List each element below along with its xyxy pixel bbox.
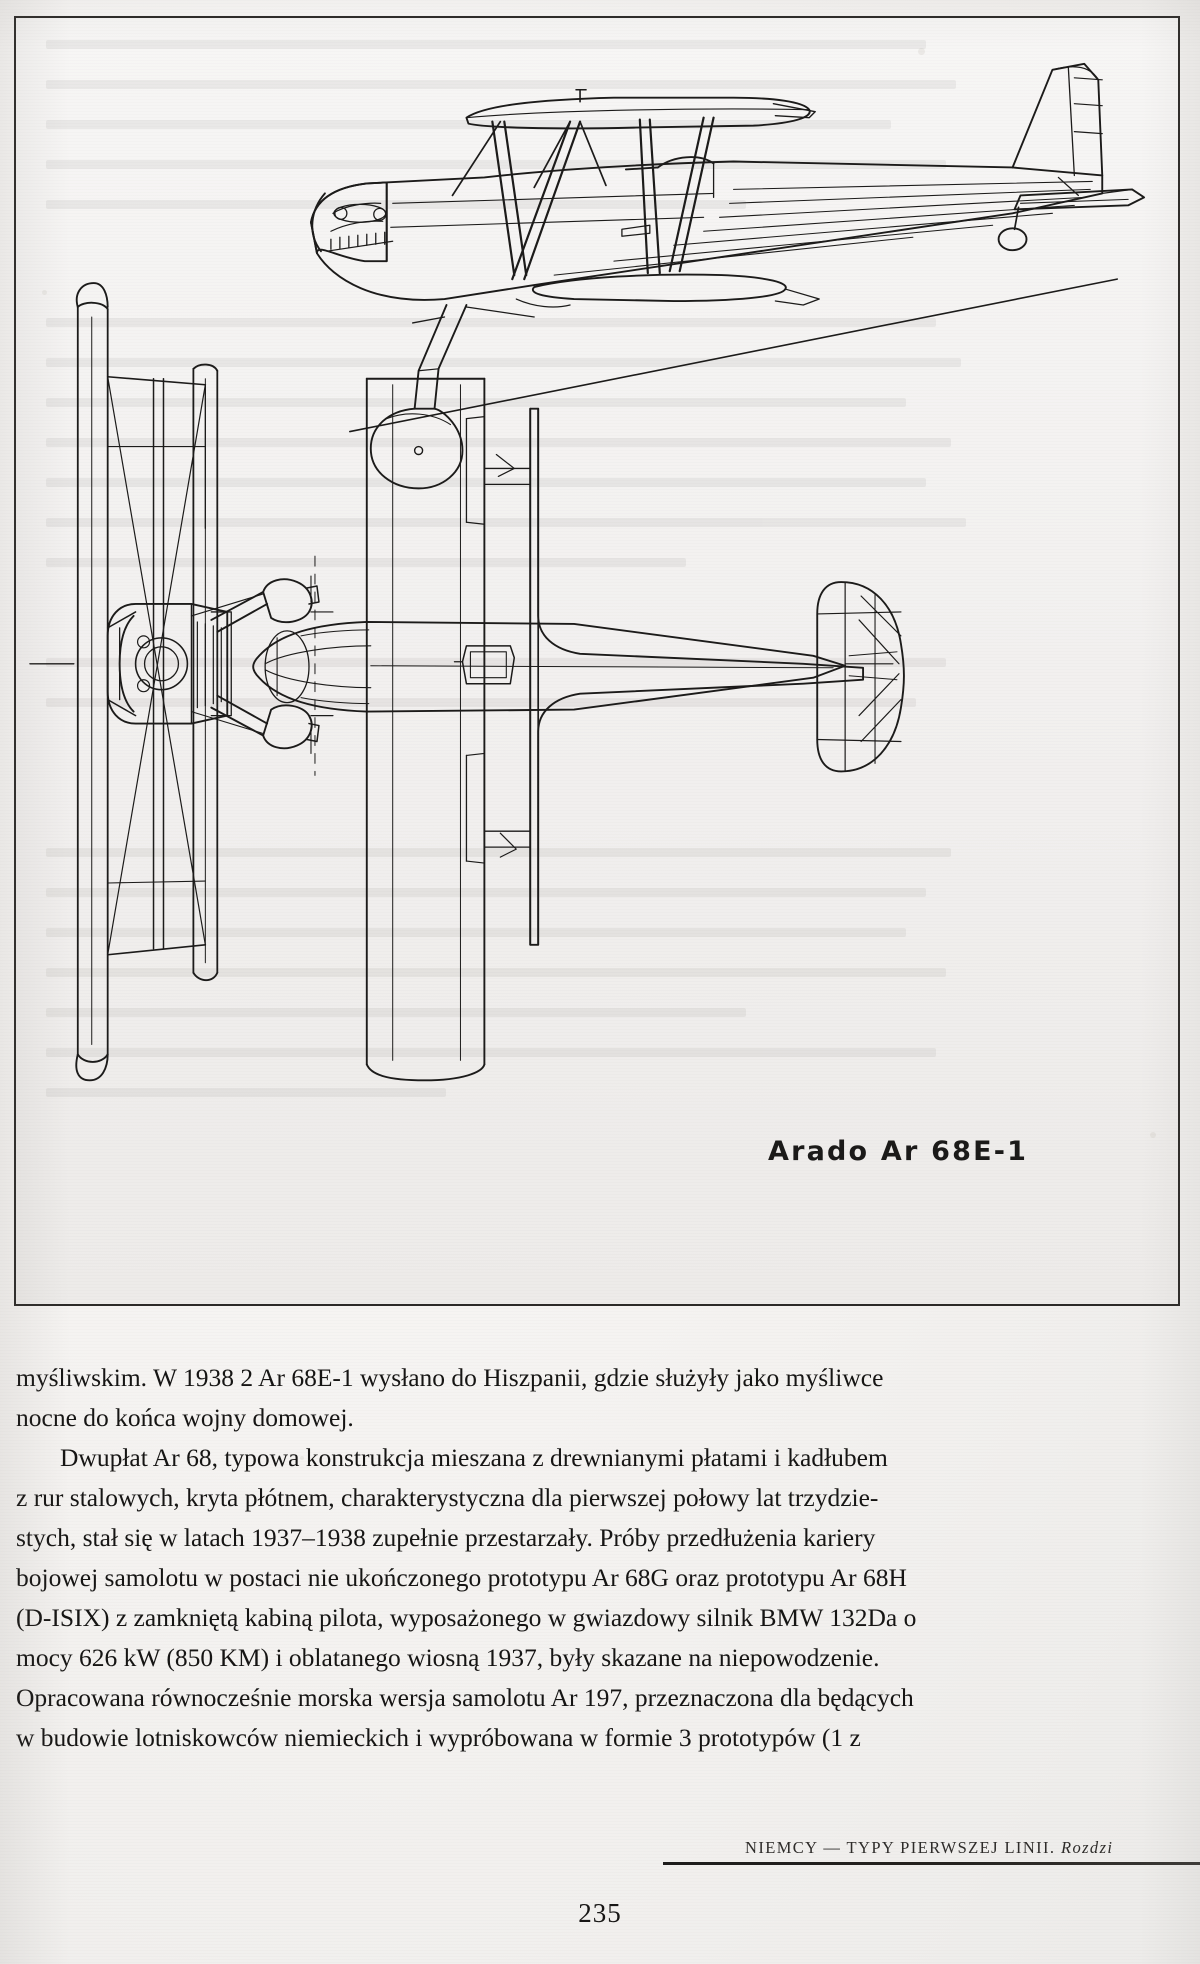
text-line: Opracowana równocześnie morska wersja sa…: [16, 1683, 914, 1712]
footer-dash: —: [823, 1838, 842, 1857]
text-line: bojowej samolotu w postaci nie ukończone…: [16, 1563, 907, 1592]
aircraft-three-view-drawing: [29, 62, 1146, 1082]
text-line: myśliwskim. W 1938 2 Ar 68E-1 wysłano do…: [16, 1363, 884, 1392]
page-number: 235: [578, 1898, 622, 1928]
illustration-caption: Arado Ar 68E-1: [768, 1136, 1029, 1167]
text-line: mocy 626 kW (850 KM) i oblatanego wiosną…: [16, 1643, 880, 1672]
paragraph: myśliwskim. W 1938 2 Ar 68E-1 wysłano do…: [16, 1358, 1194, 1438]
illustration-frame: Arado Ar 68E-1: [14, 16, 1180, 1306]
footer-title: TYPY PIERWSZEJ LINII.: [846, 1838, 1056, 1857]
footer-running-head: NIEMCY — TYPY PIERWSZEJ LINII. Rozdzi: [660, 1838, 1200, 1858]
footer-rule: [663, 1862, 1200, 1865]
footer-section: NIEMCY: [745, 1838, 818, 1857]
text-line: nocne do końca wojny domowej.: [16, 1403, 354, 1432]
page-footer: NIEMCY — TYPY PIERWSZEJ LINII. Rozdzi: [660, 1838, 1200, 1865]
body-text: myśliwskim. W 1938 2 Ar 68E-1 wysłano do…: [16, 1358, 1194, 1758]
front-elevation-view: [29, 282, 334, 1082]
footer-chapter: Rozdzi: [1060, 1838, 1114, 1857]
side-profile-view: [310, 62, 1146, 490]
text-line: w budowie lotniskowców niemieckich i wyp…: [16, 1723, 861, 1752]
text-line: (D-ISIX) z zamkniętą kabiną pilota, wypo…: [16, 1603, 917, 1632]
text-line: stych, stał się w latach 1937–1938 zupeł…: [16, 1523, 876, 1552]
text-line: Dwupłat Ar 68, typowa konstrukcja miesza…: [60, 1443, 888, 1472]
text-line: z rur stalowych, kryta płótnem, charakte…: [16, 1483, 879, 1512]
paragraph: Dwupłat Ar 68, typowa konstrukcja miesza…: [16, 1438, 1194, 1758]
top-plan-view: [252, 377, 905, 1082]
